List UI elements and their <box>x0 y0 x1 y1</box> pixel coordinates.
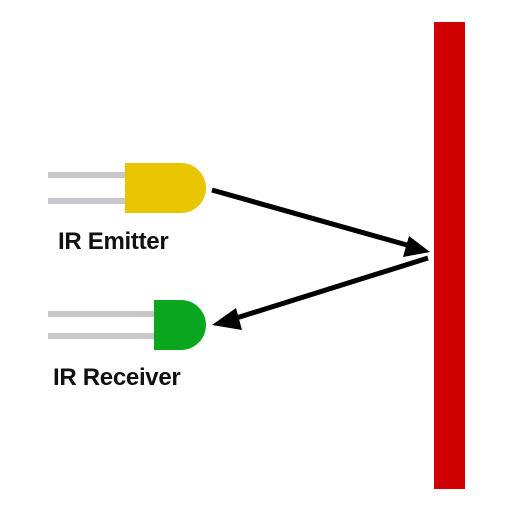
reflected-ray-arrow <box>229 255 429 323</box>
emitter-lead-bottom <box>48 198 126 204</box>
receiver-led-body <box>154 300 206 350</box>
receiver-lead-bottom <box>48 333 156 339</box>
ir-emitter <box>48 163 206 213</box>
reflected-ray-arrowhead <box>212 308 242 330</box>
ir-receiver <box>48 300 206 350</box>
emitter-label: IR Emitter <box>58 228 169 255</box>
reflector-surface <box>434 22 465 489</box>
receiver-lead-top <box>48 311 156 317</box>
incident-ray-arrow <box>211 187 415 250</box>
incident-ray-arrowhead <box>403 236 430 257</box>
emitter-led-body <box>125 163 206 213</box>
receiver-label: IR Receiver <box>53 364 181 391</box>
emitter-lead-top <box>48 172 126 178</box>
